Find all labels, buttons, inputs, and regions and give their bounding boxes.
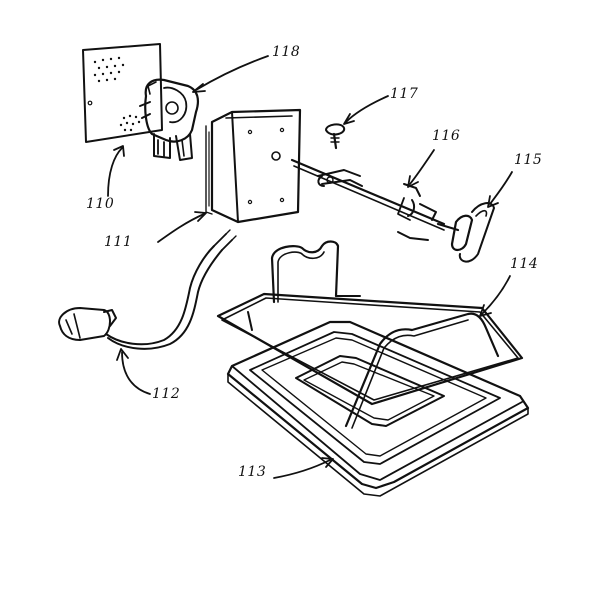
motor-housing-111 bbox=[205, 108, 302, 224]
part-label-112: 112 bbox=[152, 386, 181, 402]
power-cord-112 bbox=[58, 229, 237, 350]
part-label-115: 115 bbox=[514, 152, 543, 168]
drip-pan-113 bbox=[226, 320, 530, 497]
part-label-116: 116 bbox=[432, 128, 461, 144]
wire-rack-114 bbox=[216, 240, 524, 429]
part-label-117: 117 bbox=[390, 86, 419, 102]
thumb-screw-117 bbox=[325, 123, 346, 150]
bracket-118 bbox=[139, 78, 199, 161]
part-label-114: 114 bbox=[510, 256, 539, 272]
part-label-118: 118 bbox=[272, 44, 301, 60]
part-label-110: 110 bbox=[86, 196, 115, 212]
spit-rod-116 bbox=[290, 158, 446, 241]
part-label-111: 111 bbox=[104, 234, 133, 250]
mounting-plate-110 bbox=[82, 43, 163, 143]
part-label-113: 113 bbox=[238, 464, 267, 480]
handle-115 bbox=[436, 202, 495, 263]
leader-lines bbox=[107, 55, 513, 479]
